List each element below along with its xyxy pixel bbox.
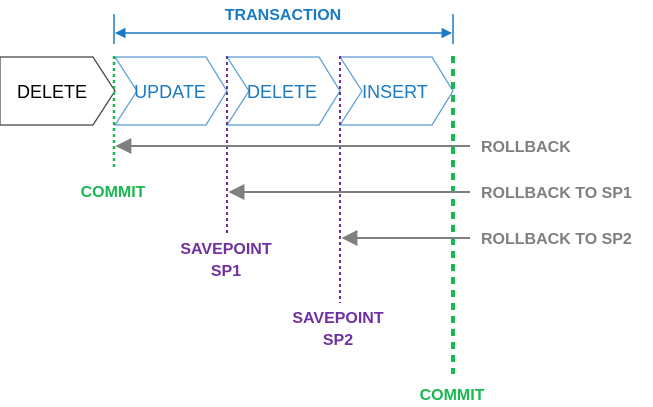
step-delete-shape bbox=[225, 56, 341, 126]
savepoint-sp1-name: SP1 bbox=[211, 263, 241, 280]
step-update-label: UPDATE bbox=[134, 82, 206, 102]
step-insert-shape bbox=[338, 56, 454, 126]
commit-start-label: COMMIT bbox=[81, 184, 146, 201]
step-delete-outside-shape bbox=[0, 56, 116, 126]
commit-markers: COMMIT COMMIT bbox=[81, 56, 485, 404]
rollback-arrows: ROLLBACK ROLLBACK TO SP1 ROLLBACK TO SP2 bbox=[115, 138, 632, 248]
step-chevrons: DELETE UPDATE DELETE INSERT bbox=[0, 56, 454, 126]
transaction-span: TRANSACTION bbox=[113, 7, 454, 44]
step-insert-label: INSERT bbox=[362, 82, 428, 102]
step-delete-outside-label: DELETE bbox=[17, 82, 87, 102]
step-delete-label: DELETE bbox=[247, 82, 317, 102]
transaction-label: TRANSACTION bbox=[225, 7, 341, 24]
rollback-to-sp2-label: ROLLBACK TO SP2 bbox=[481, 231, 632, 248]
commit-end-label: COMMIT bbox=[420, 387, 485, 404]
savepoint-markers: SAVEPOINT SP1 SAVEPOINT SP2 bbox=[180, 56, 384, 349]
savepoint-sp2-name: SP2 bbox=[323, 332, 353, 349]
savepoint-sp2-title: SAVEPOINT bbox=[292, 310, 384, 327]
savepoint-sp1-title: SAVEPOINT bbox=[180, 241, 272, 258]
step-update-shape bbox=[113, 56, 228, 126]
rollback-to-sp1-label: ROLLBACK TO SP1 bbox=[481, 185, 632, 202]
rollback-label: ROLLBACK bbox=[481, 139, 571, 156]
